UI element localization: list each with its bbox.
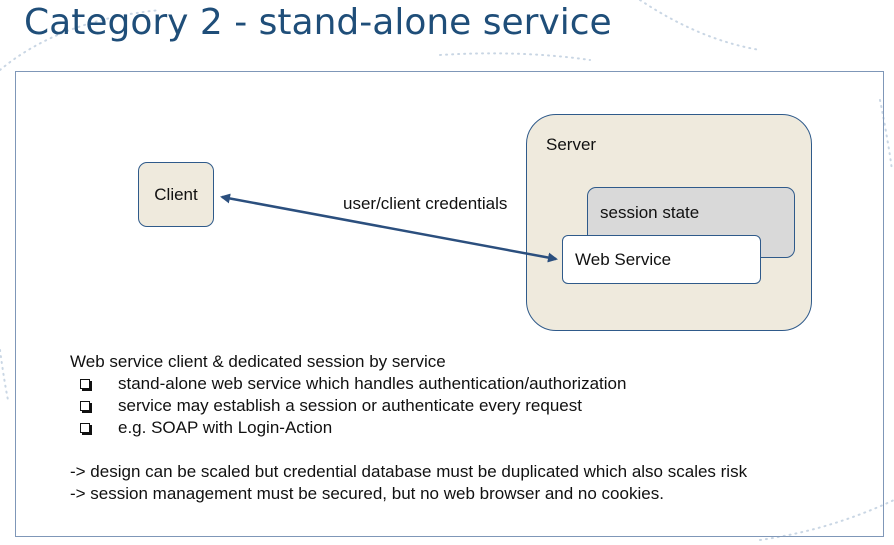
web-service-box: Web Service bbox=[562, 235, 761, 284]
bullet-item: stand-alone web service which handles au… bbox=[70, 373, 770, 395]
notes-block: Web service client & dedicated session b… bbox=[70, 351, 770, 505]
checkbox-bullet-icon bbox=[80, 423, 90, 433]
client-label: Client bbox=[154, 184, 198, 204]
bullet-text: stand-alone web service which handles au… bbox=[118, 374, 627, 393]
checkbox-bullet-icon bbox=[80, 401, 90, 411]
conclusion-session: -> session management must be secured, b… bbox=[70, 484, 664, 503]
conclusion-scaling: -> design can be scaled but credential d… bbox=[70, 462, 748, 481]
credentials-label: user/client credentials bbox=[343, 194, 508, 213]
bullet-text: e.g. SOAP with Login-Action bbox=[118, 418, 333, 437]
bullet-text: service may establish a session or authe… bbox=[118, 396, 582, 415]
content-frame bbox=[15, 71, 884, 537]
checkbox-bullet-icon bbox=[80, 379, 90, 389]
bullet-item: e.g. SOAP with Login-Action bbox=[70, 417, 770, 439]
web-service-label: Web Service bbox=[575, 249, 672, 269]
session-state-label: session state bbox=[600, 203, 700, 222]
server-label: Server bbox=[546, 135, 597, 154]
bullet-item: service may establish a session or authe… bbox=[70, 395, 770, 417]
slide-title: Category 2 - stand-alone service bbox=[24, 2, 612, 43]
client-box: Client bbox=[138, 162, 214, 227]
notes-heading: Web service client & dedicated session b… bbox=[70, 352, 446, 371]
